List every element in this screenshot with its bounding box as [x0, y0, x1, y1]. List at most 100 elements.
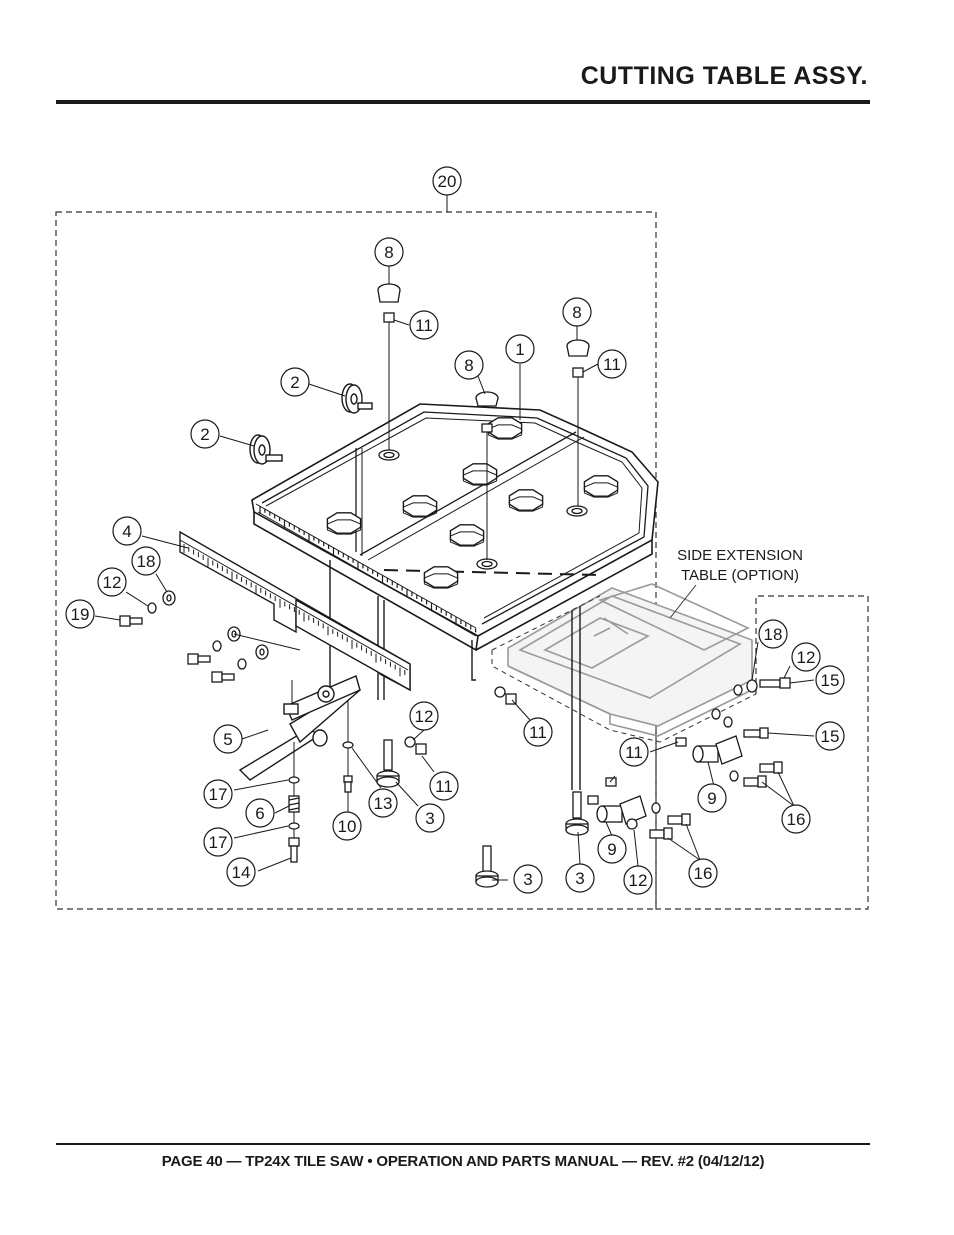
- callout-12: 12: [409, 701, 439, 731]
- table-cutouts: [326, 417, 619, 589]
- callout-11: 11: [409, 310, 439, 340]
- callout-number: 15: [821, 671, 840, 690]
- callout-15: 15: [815, 721, 845, 751]
- callout-number: 3: [575, 869, 584, 888]
- callout-number: 1: [515, 340, 524, 359]
- callout-number: 13: [374, 794, 393, 813]
- callout-number: 16: [787, 810, 806, 829]
- callout-11: 11: [619, 737, 649, 767]
- callout-12: 12: [623, 865, 653, 895]
- leader-lines: [94, 195, 815, 881]
- callout-8: 8: [374, 237, 404, 267]
- callout-number: 12: [103, 573, 122, 592]
- callout-18: 18: [131, 546, 161, 576]
- page-title: CUTTING TABLE ASSY.: [580, 62, 868, 90]
- callout-12: 12: [791, 642, 821, 672]
- callout-number: 11: [625, 743, 643, 762]
- callout-number: 8: [384, 243, 393, 262]
- callout-15: 15: [815, 665, 845, 695]
- callout-11: 11: [429, 771, 459, 801]
- callout-number: 2: [200, 425, 209, 444]
- callout-6: 6: [245, 798, 275, 828]
- octagon-cutout: [402, 495, 438, 517]
- callout-number: 19: [71, 605, 90, 624]
- callout-number: 17: [209, 785, 228, 804]
- callout-8: 8: [562, 297, 592, 327]
- assembly-boundary-extension: [655, 595, 869, 910]
- callout-9: 9: [697, 783, 727, 813]
- leveling-foot-icon: [482, 845, 492, 873]
- guide-roller-lower: [249, 434, 283, 465]
- option-leader: [669, 584, 697, 619]
- callout-16: 16: [781, 804, 811, 834]
- footer-rule: [56, 1143, 870, 1145]
- callout-number: 3: [523, 870, 532, 889]
- callout-number: 11: [415, 316, 433, 335]
- callout-number: 5: [223, 730, 232, 749]
- callout-number: 20: [438, 172, 457, 191]
- table-ruler: [255, 503, 477, 637]
- callout-14: 14: [226, 857, 256, 887]
- octagon-cutout: [423, 566, 459, 588]
- callout-number: 11: [529, 723, 547, 742]
- octagon-cutout: [583, 475, 619, 497]
- side-extension-table: [507, 583, 753, 737]
- table-holes: [378, 449, 588, 570]
- nut-icon: [383, 312, 395, 323]
- callout-number: 10: [338, 817, 357, 836]
- assembly-boundary-main: [55, 211, 657, 910]
- callout-number: 9: [707, 789, 716, 808]
- fence-lock-bracket: [238, 675, 361, 781]
- octagon-cutout: [326, 512, 362, 534]
- callout-number: 12: [415, 707, 434, 726]
- page-footer: PAGE 40 — TP24X TILE SAW • OPERATION AND…: [161, 1153, 765, 1170]
- callout-2: 2: [280, 367, 310, 397]
- callout-16: 16: [688, 858, 718, 888]
- callout-12: 12: [97, 567, 127, 597]
- nut-icon: [572, 367, 584, 378]
- option-label-line1: SIDE EXTENSION: [677, 547, 803, 564]
- callout-4: 4: [112, 516, 142, 546]
- callout-11: 11: [597, 349, 627, 379]
- callout-number: 18: [764, 625, 783, 644]
- callout-group: 2081181181224181219517617141013312111131…: [65, 166, 845, 895]
- octagon-cutout: [462, 463, 498, 485]
- extension-phantom: [491, 650, 757, 743]
- leveling-foot-icon: [572, 791, 582, 819]
- callout-number: 12: [629, 871, 648, 890]
- callout-number: 8: [464, 356, 473, 375]
- callout-number: 11: [435, 777, 453, 796]
- callout-2: 2: [190, 419, 220, 449]
- guide-roller-upper: [341, 383, 373, 414]
- callout-9: 9: [597, 834, 627, 864]
- callout-19: 19: [65, 599, 95, 629]
- callout-11: 11: [523, 717, 553, 747]
- callout-number: 14: [232, 863, 251, 882]
- nut-icon: [481, 423, 493, 433]
- callout-18: 18: [758, 619, 788, 649]
- option-label-line2: TABLE (OPTION): [681, 567, 799, 584]
- callout-number: 8: [572, 303, 581, 322]
- octagon-cutout: [508, 489, 544, 511]
- callout-number: 6: [255, 804, 264, 823]
- callout-3: 3: [415, 803, 445, 833]
- side-fence: [179, 530, 411, 692]
- callout-10: 10: [332, 811, 362, 841]
- callout-number: 4: [122, 522, 131, 541]
- callout-8: 8: [454, 350, 484, 380]
- callout-1: 1: [505, 334, 535, 364]
- callout-17: 17: [203, 827, 233, 857]
- callout-3: 3: [513, 864, 543, 894]
- header-rule: [56, 100, 870, 104]
- callout-5: 5: [213, 724, 243, 754]
- octagon-cutout: [449, 524, 485, 546]
- callout-number: 9: [607, 840, 616, 859]
- callout-17: 17: [203, 779, 233, 809]
- callout-number: 17: [209, 833, 228, 852]
- callout-number: 18: [137, 552, 156, 571]
- callout-20: 20: [432, 166, 462, 196]
- octagon-cutout: [487, 417, 523, 439]
- callout-number: 15: [821, 727, 840, 746]
